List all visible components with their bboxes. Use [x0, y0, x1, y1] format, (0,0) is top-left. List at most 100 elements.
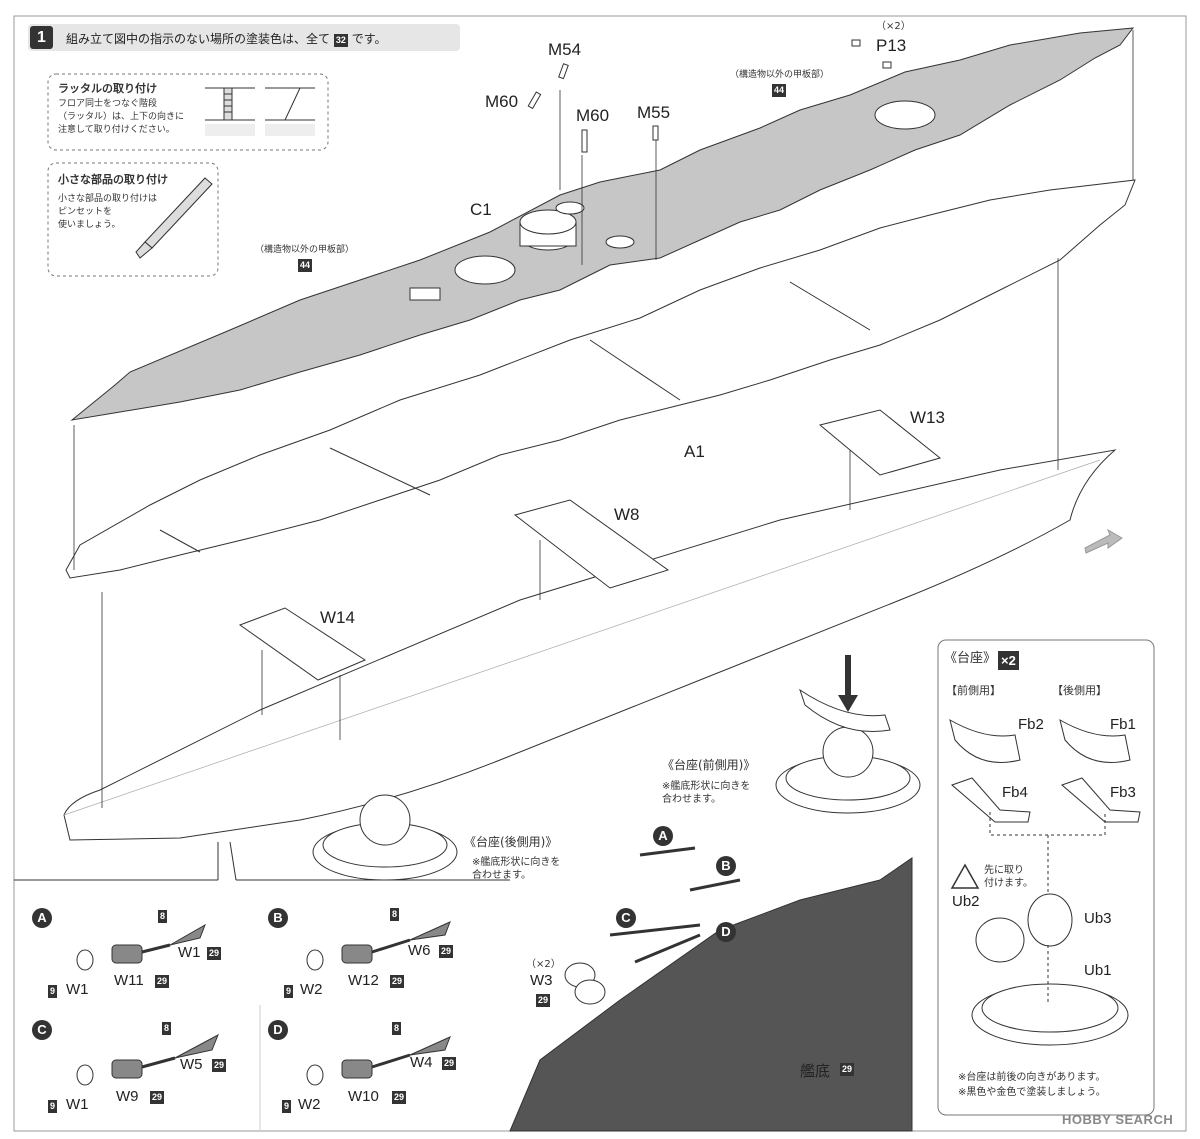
label-M60-a: M60 [485, 92, 519, 111]
paint-badge: 8 [390, 908, 400, 921]
prop-label: W2 [300, 981, 323, 998]
prop-paint: 9 [48, 1100, 58, 1113]
paint-code-badge: 32 [333, 34, 348, 47]
label-W13: W13 [910, 408, 945, 427]
small-parts-box-title: 小さな部品の取り付け [58, 173, 168, 186]
stand-front-text: ※艦底形状に向きを 合わせます。 [662, 781, 751, 805]
hull-bottom-shafts [564, 846, 741, 1005]
shaft-paint: 29 [212, 1059, 227, 1072]
label-Fb3: Fb3 [1110, 784, 1136, 801]
prop-paint: 9 [284, 985, 294, 998]
hull-letter-C: C [616, 908, 636, 928]
label-Fb2: Fb2 [1018, 716, 1044, 733]
label-M55: M55 [637, 103, 671, 122]
stand-panel-frame [937, 639, 1155, 1116]
stand-panel-note: ※台座は前後の向きがあります。 ※黒色や金色で塗装しましょう。 [958, 1072, 1106, 1098]
step-letter-A: A [32, 908, 52, 928]
prop-label: W2 [298, 1096, 321, 1113]
prop-label: W1 [66, 1096, 89, 1113]
stand-panel-qty: ×2 [998, 651, 1019, 670]
plate-W13 [818, 409, 942, 476]
plate-W8 [513, 499, 670, 589]
deck-turrets [409, 100, 936, 301]
stand-rear-title: 《台座(後側用)》 [464, 835, 558, 849]
shaft-paint: 29 [442, 1057, 457, 1070]
plates [238, 409, 942, 681]
hull-letter-A: A [653, 826, 673, 846]
shaft-paint: 29 [439, 945, 454, 958]
caution-icon [950, 863, 980, 889]
label-P13-qty: （×2） [876, 21, 911, 32]
paint-badge: 8 [158, 910, 168, 923]
direction-arrow-icon [1084, 528, 1123, 554]
hull-bottom-label: 艦底 [800, 1063, 831, 1080]
bracket-paint: 29 [392, 1091, 407, 1104]
bracket-label: W10 [348, 1088, 379, 1105]
stand-panel-front: 【前側用】 [946, 684, 1001, 697]
ladder-box-text: フロア同士をつなぐ階段 （ラッタル）は、上下の向きに 注意して取り付けください。 [58, 99, 185, 135]
ladder-box-frame [47, 73, 329, 151]
bracket-paint: 29 [155, 975, 170, 988]
hull-letter-D: D [716, 922, 736, 942]
label-W8: W8 [614, 505, 640, 524]
label-A1: A1 [684, 442, 705, 461]
down-arrow [838, 655, 858, 712]
step-letter-C: C [32, 1020, 52, 1040]
prop-paint: 9 [282, 1100, 292, 1113]
label-Fb1: Fb1 [1110, 716, 1136, 733]
hull-bottom-part [509, 857, 913, 1132]
watermark: HOBBY SEARCH [1062, 1112, 1174, 1127]
stand-caution-text: 先に取り 付けます。 [984, 865, 1033, 889]
label-Ub1: Ub1 [1084, 962, 1112, 979]
paint-badge: 8 [162, 1022, 172, 1035]
deck-note-stern: （構造物以外の甲板部） [255, 245, 355, 255]
step-number-badge: 1 [30, 26, 53, 49]
stand-panel-guides [989, 812, 1106, 1005]
shaft-label: W5 [180, 1056, 203, 1073]
bracket-label: W11 [114, 972, 144, 989]
stand-panel-parts [949, 718, 1141, 1046]
label-M60-b: M60 [576, 106, 610, 125]
label-Ub3: Ub3 [1084, 910, 1112, 927]
stand-panel-rear: 【後側用】 [1052, 684, 1107, 697]
shaft-label: W1 [178, 944, 201, 961]
small-parts-box-text: 小さな部品の取り付けは ピンセットを 使いましょう。 [58, 194, 158, 230]
step-instruction-text: 組み立て図中の指示のない場所の塗装色は、全て [66, 32, 331, 46]
hull-letter-B: B [716, 856, 736, 876]
step-letter-D: D [268, 1020, 288, 1040]
hull-bottom-paint: 29 [840, 1063, 855, 1076]
step-letter-B: B [268, 908, 288, 928]
leader-lines [73, 30, 1134, 808]
stand-front-title: 《台座(前側用)》 [662, 758, 756, 772]
bracket-label: W9 [116, 1088, 139, 1105]
tweezers-illustration [135, 177, 213, 259]
stand-rear-illustration [312, 794, 458, 881]
stand-rear-text: ※艦底形状に向きを 合わせます。 [472, 857, 561, 881]
ladder-illustration [205, 87, 315, 136]
step-instruction-end: です。 [351, 32, 387, 46]
label-Fb4: Fb4 [1002, 784, 1028, 801]
label-P13: P13 [876, 36, 907, 55]
hull-A1-crossbeams [159, 281, 871, 553]
w3-qty: （×2） [526, 959, 561, 970]
small-mast-parts [527, 39, 892, 153]
prop-label: W1 [66, 981, 89, 998]
step-instruction: 組み立て図中の指示のない場所の塗装色は、全て 32 です。 [66, 30, 387, 47]
bracket-paint: 29 [150, 1091, 165, 1104]
paint-badge: 8 [392, 1022, 402, 1035]
stand-front-illustration [775, 688, 921, 814]
w3-paint: 29 [536, 994, 551, 1007]
label-C1: C1 [470, 200, 492, 219]
deck-part [70, 27, 1135, 421]
hull-upper-part-A1 [65, 179, 1136, 579]
prop-paint: 9 [48, 985, 58, 998]
deck-note-bow: （構造物以外の甲板部） [730, 70, 830, 80]
shaft-paint: 29 [207, 947, 222, 960]
label-Ub2: Ub2 [952, 893, 980, 910]
deck-note-stern-paint: 44 [298, 259, 313, 272]
stand-panel-title: 《台座》 [944, 651, 997, 666]
plate-W14 [238, 607, 367, 681]
step-header [28, 24, 460, 51]
bracket-label: W12 [348, 972, 379, 989]
